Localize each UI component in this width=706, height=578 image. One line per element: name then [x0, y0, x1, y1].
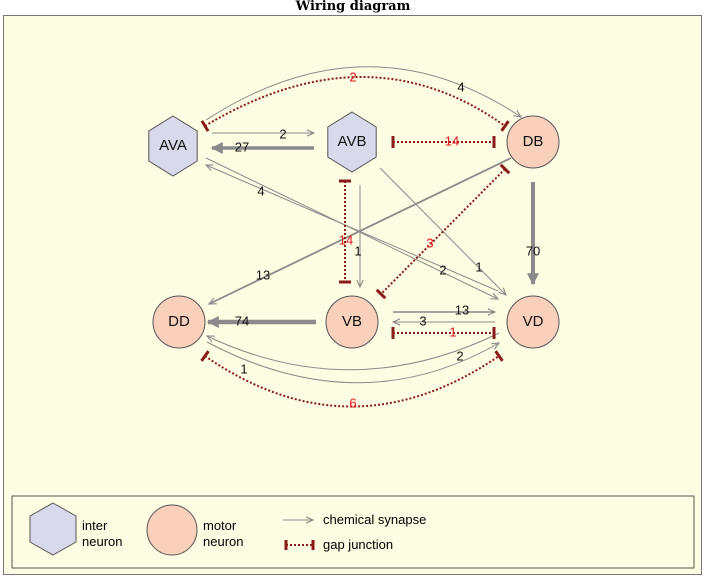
chemical-weight-vd-to-dd: 2: [456, 348, 463, 363]
chemical-weight-vb-to-vd: 13: [455, 302, 469, 317]
nodes-layer: AVA AVB DB DD VB VD: [148, 111, 560, 349]
gap-junction-dd-vd-bar-0: [200, 350, 210, 362]
chemical-synapse-ava-to-db: [205, 66, 521, 121]
gap-weight-db-vb: 3: [426, 235, 433, 250]
legend-motor-label-line2: neuron: [203, 534, 243, 549]
chemical-weight-avb-to-vb: 1: [354, 243, 361, 258]
diagram-frame: [3, 15, 702, 575]
chemical-weight-vb-to-dd: 74: [235, 313, 249, 328]
chemical-weight-db-to-dd: 13: [256, 267, 270, 282]
edges-layer: [200, 66, 539, 408]
legend-inter-label-line2: neuron: [82, 534, 122, 549]
legend: inter neuron motor neuron chemical synap…: [11, 495, 695, 569]
chemical-weight-ava-to-vd: 2: [439, 262, 446, 277]
node-label-vb: VB: [342, 313, 362, 330]
node-label-ava: AVA: [159, 137, 187, 154]
gap-junction-dd-vd-bar-1: [494, 350, 504, 362]
gap-junction-ava-db-bar-1: [500, 120, 510, 132]
legend-motor-label-line1: motor: [203, 518, 237, 533]
gap-junction-ava-db-bar-0: [200, 120, 210, 132]
chemical-weight-avb-to-vd: 1: [475, 259, 482, 274]
legend-gap-label: gap junction: [323, 537, 393, 552]
node-label-avb: AVB: [338, 133, 367, 150]
gap-junction-db-vb-bar-1: [375, 288, 387, 300]
chemical-weight-vd-to-vb: 3: [419, 313, 426, 328]
chemical-weight-db-to-vd: 70: [526, 243, 540, 258]
chemical-weight-avb-to-ava: 27: [235, 139, 249, 154]
chemical-weight-dd-to-vd: 1: [240, 361, 247, 376]
gap-weight-dd-vd: 6: [349, 395, 356, 410]
node-label-vd: VD: [523, 313, 544, 330]
gap-junction-db-vb-bar-0: [499, 163, 511, 175]
gap-weight-ava-db: 2: [349, 69, 356, 84]
chemical-synapse-db-to-dd: [209, 157, 512, 305]
node-avb: [327, 111, 377, 173]
node-ava: [148, 115, 198, 177]
gap-junction-dd-vd: [204, 355, 500, 408]
gap-weight-avb-vb: 14: [339, 232, 353, 247]
chemical-synapse-vd-to-dd: [207, 332, 500, 371]
gap-junction-ava-db: [204, 76, 506, 127]
node-dd: [152, 295, 206, 349]
chemical-synapse-vd-to-ava: [206, 165, 499, 292]
chemical-weight-vd-to-ava: 4: [257, 183, 264, 198]
legend-inter-hexagon: [29, 502, 77, 556]
legend-motor-circle: [146, 504, 198, 556]
node-label-db: DB: [523, 133, 544, 150]
chemical-weight-ava-to-avb: 2: [279, 126, 286, 141]
gap-weight-avb-db: 14: [445, 133, 459, 148]
gap-junction-db-vb: [380, 168, 506, 295]
gap-weight-vb-vd: 1: [449, 324, 456, 339]
node-vb: [325, 295, 379, 349]
legend-chemical-label: chemical synapse: [323, 512, 426, 527]
legend-inter-label-line1: inter: [82, 518, 108, 533]
diagram-title: Wiring diagram: [295, 0, 411, 14]
node-vd: [506, 295, 560, 349]
chemical-weight-ava-to-db: 4: [457, 79, 464, 94]
chemical-synapse-dd-to-vd: [206, 341, 499, 384]
node-db: [506, 115, 560, 169]
node-label-dd: DD: [168, 313, 190, 330]
